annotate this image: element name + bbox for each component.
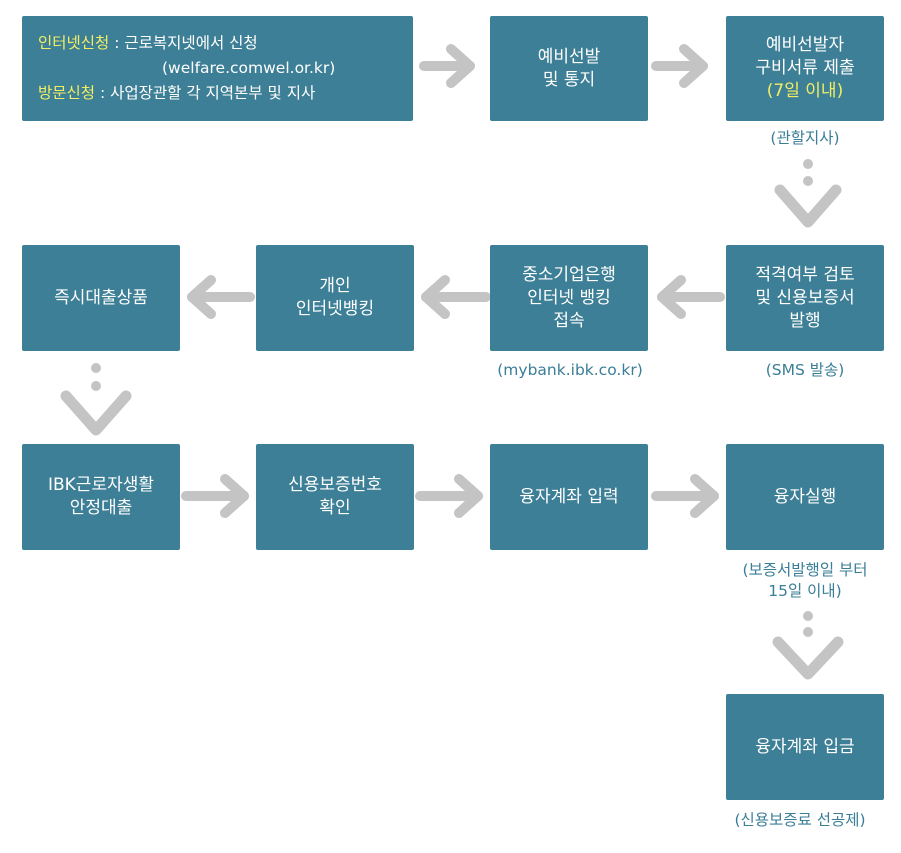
visit-application-label: 방문신청 (38, 84, 96, 102)
note-execution-deadline: (보증서발행일 부터 15일 이내) (706, 560, 901, 602)
chevron-down-2 (60, 390, 132, 436)
step-submit-documents: 예비선발자 구비서류 제출 (7일 이내) (726, 16, 884, 121)
step-label: 확인 (319, 498, 351, 518)
step-ibk-worker-loan: IBK근로자생활 안정대출 (22, 444, 180, 550)
arrow-right-1 (419, 44, 475, 88)
step-label: 예비선발 (537, 46, 601, 67)
step-guarantee-number-check: 신용보증번호 확인 (256, 444, 414, 550)
step-label: 신용보증번호 (288, 475, 382, 495)
note-line: (보증서발행일 부터 (742, 561, 868, 579)
arrow-left-3 (187, 275, 255, 319)
step-eligibility-review: 적격여부 검토 및 신용보증서 발행 (726, 245, 884, 351)
chevron-down-1 (774, 184, 842, 228)
application-method-box: 인터넷신청 : 근로복지넷에서 신청 (welfare.comwel.or.kr… (22, 16, 413, 121)
step-personal-internet-banking: 개인 인터넷뱅킹 (256, 245, 414, 351)
step-label: 발행 (789, 310, 821, 331)
step-label: 융자계좌 입력 (519, 486, 619, 507)
arrow-right-5 (651, 474, 719, 518)
step-label: 구비서류 제출 (755, 58, 855, 78)
step-loan-account-input: 융자계좌 입력 (490, 444, 648, 550)
visit-application-text: : 사업장관할 각 지역본부 및 지사 (95, 84, 316, 102)
step-label: 융자계좌 입금 (755, 736, 855, 757)
step-label: 적격여부 검토 (755, 264, 855, 285)
step-label: 및 통지 (542, 69, 596, 90)
step-label: 접속 (553, 310, 585, 331)
step-label: 개인 (319, 276, 351, 296)
online-application-label: 인터넷신청 (38, 34, 110, 52)
note-line: 15일 이내) (768, 582, 842, 600)
step-label: 및 신용보증서 (755, 287, 855, 308)
online-application-url: (welfare.comwel.or.kr) (162, 59, 336, 77)
arrow-right-3 (181, 474, 249, 518)
step-label: 안정대출 (69, 498, 133, 518)
note-mybank-url: (mybank.ibk.co.kr) (497, 361, 643, 379)
arrow-right-2 (651, 44, 708, 88)
arrow-right-4 (415, 474, 483, 518)
step-label: 예비선발자 (765, 35, 845, 55)
step-loan-deposit: 융자계좌 입금 (726, 694, 884, 800)
chevron-down-3 (772, 636, 844, 680)
step-label: 중소기업은행 (522, 264, 616, 285)
step-instant-loan-product: 즉시대출상품 (22, 245, 180, 351)
online-application-text: : 근로복지넷에서 신청 (109, 34, 258, 52)
step-pre-selection: 예비선발 및 통지 (490, 16, 648, 121)
arrow-left-1 (657, 275, 725, 319)
step-loan-execution: 융자실행 (726, 444, 884, 550)
step-label: 인터넷 뱅킹 (527, 287, 611, 308)
note-jurisdiction-office: (관할지사) (770, 129, 840, 147)
step-label: 인터넷뱅킹 (295, 299, 375, 319)
step-label: 즉시대출상품 (54, 287, 148, 308)
note-sms-sent: (SMS 발송) (765, 361, 845, 379)
step-label: 융자실행 (773, 486, 837, 507)
step-ibk-internet-banking: 중소기업은행 인터넷 뱅킹 접속 (490, 245, 648, 351)
arrow-left-2 (421, 275, 491, 319)
note-guarantee-fee-deducted: (신용보증료 선공제) (734, 811, 866, 829)
step-deadline: (7일 이내) (766, 81, 844, 101)
step-label: IBK근로자생활 (47, 475, 155, 495)
